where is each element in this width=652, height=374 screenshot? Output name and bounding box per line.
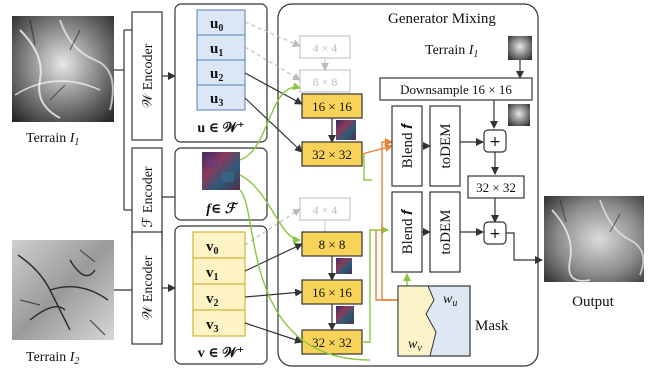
- svg-text:16 × 16: 16 × 16: [312, 99, 352, 114]
- gen-top-block-16: 16 × 16: [301, 93, 363, 119]
- svg-text:16 × 16: 16 × 16: [312, 285, 352, 300]
- svg-text:𝒲 Encoder: 𝒲 Encoder: [141, 255, 156, 320]
- latent-u-1: u1: [210, 41, 223, 59]
- res32-box: 32 × 32: [467, 175, 525, 199]
- svg-text:+: +: [489, 226, 501, 242]
- svg-text:+: +: [489, 134, 501, 150]
- latent-v-caption: v ∈ 𝒲⁺: [198, 345, 244, 361]
- output-terrain-image: [544, 196, 645, 282]
- mask-wu-label: wu: [443, 292, 457, 309]
- svg-text:32 × 32: 32 × 32: [476, 180, 516, 195]
- w-encoder-top: 𝒲 Encoder: [131, 11, 163, 141]
- plus-node-top: +: [483, 129, 507, 153]
- plus-node-bottom: +: [483, 221, 507, 245]
- svg-text:4 × 4: 4 × 4: [313, 203, 338, 217]
- svg-text:toDEM: toDEM: [438, 210, 454, 255]
- mask-image: [397, 285, 471, 357]
- svg-text:4 × 4: 4 × 4: [313, 41, 338, 55]
- latent-u-group: u0 u1 u2 u3 u ∈ 𝒲⁺: [174, 3, 268, 143]
- blend-block-bottom: Blend 𝒇: [391, 191, 423, 273]
- f-encoder: ℱ Encoder: [131, 147, 163, 247]
- mask-label: Mask: [475, 318, 509, 334]
- generator-terrain-thumb: [508, 36, 532, 60]
- gen-bottom-block-16: 16 × 16: [301, 279, 363, 305]
- svg-text:Blend 𝒇: Blend 𝒇: [400, 209, 416, 255]
- gen-bottom-block-4: 4 × 4: [299, 197, 351, 221]
- terrain-input-1-label: Terrain I1: [26, 131, 79, 148]
- latent-u-caption: u ∈ 𝒲⁺: [197, 120, 244, 136]
- gen-bottom-feature-thumb-2: [336, 306, 354, 324]
- svg-text:8 × 8: 8 × 8: [313, 75, 338, 89]
- latent-u-0: u0: [210, 16, 223, 34]
- mask-wv-label: wv: [408, 337, 422, 354]
- feature-f-group: f∈ ℱ: [174, 147, 268, 221]
- output-label: Output: [572, 294, 615, 310]
- terrain-input-2-image: [12, 240, 114, 340]
- latent-u-stack: [196, 9, 246, 111]
- gen-top-block-32: 32 × 32: [301, 141, 363, 167]
- gen-top-block-4: 4 × 4: [299, 35, 351, 59]
- svg-text:Downsample 16 × 16: Downsample 16 × 16: [400, 82, 512, 97]
- todem-block-bottom: toDEM: [429, 191, 461, 273]
- gen-bottom-block-32: 32 × 32: [301, 329, 363, 355]
- svg-text:8 × 8: 8 × 8: [319, 237, 346, 252]
- svg-text:32 × 32: 32 × 32: [312, 335, 352, 350]
- generator-title: Generator Mixing: [388, 11, 496, 27]
- svg-text:toDEM: toDEM: [438, 124, 454, 169]
- terrain-input-1-image: [12, 16, 114, 122]
- feature-map-image: [202, 152, 240, 190]
- w-encoder-bottom: 𝒲 Encoder: [131, 231, 163, 345]
- latent-v-1: v1: [206, 265, 219, 283]
- latent-v-0: v0: [206, 239, 219, 257]
- gen-top-block-8: 8 × 8: [299, 69, 351, 93]
- svg-text:32 × 32: 32 × 32: [312, 147, 352, 162]
- gen-bottom-block-8: 8 × 8: [301, 231, 363, 257]
- svg-text:Blend 𝒇: Blend 𝒇: [400, 123, 416, 169]
- latent-v-3: v3: [206, 317, 219, 335]
- blend-block-top: Blend 𝒇: [391, 105, 423, 187]
- input1-connectors: [114, 29, 132, 291]
- svg-text:ℱ Encoder: ℱ Encoder: [141, 166, 156, 227]
- latent-u-3: u3: [210, 91, 223, 109]
- gen-top-feature-thumb: [336, 120, 356, 140]
- svg-text:𝒲 Encoder: 𝒲 Encoder: [141, 43, 156, 108]
- latent-v-group: v0 v1 v2 v3 v ∈ 𝒲⁺: [174, 225, 268, 365]
- generator-terrain-label: Terrain I1: [425, 43, 478, 60]
- latent-v-2: v2: [206, 291, 219, 309]
- todem-block-top: toDEM: [429, 105, 461, 187]
- downsample-box: Downsample 16 × 16: [379, 77, 533, 101]
- feature-f-caption: f∈ ℱ: [206, 202, 239, 217]
- latent-v-stack: [192, 231, 246, 337]
- latent-u-2: u2: [210, 66, 223, 84]
- terrain-input-2-label: Terrain I2: [26, 350, 79, 367]
- gen-bottom-feature-thumb-1: [336, 258, 352, 274]
- downsampled-thumb: [508, 104, 530, 126]
